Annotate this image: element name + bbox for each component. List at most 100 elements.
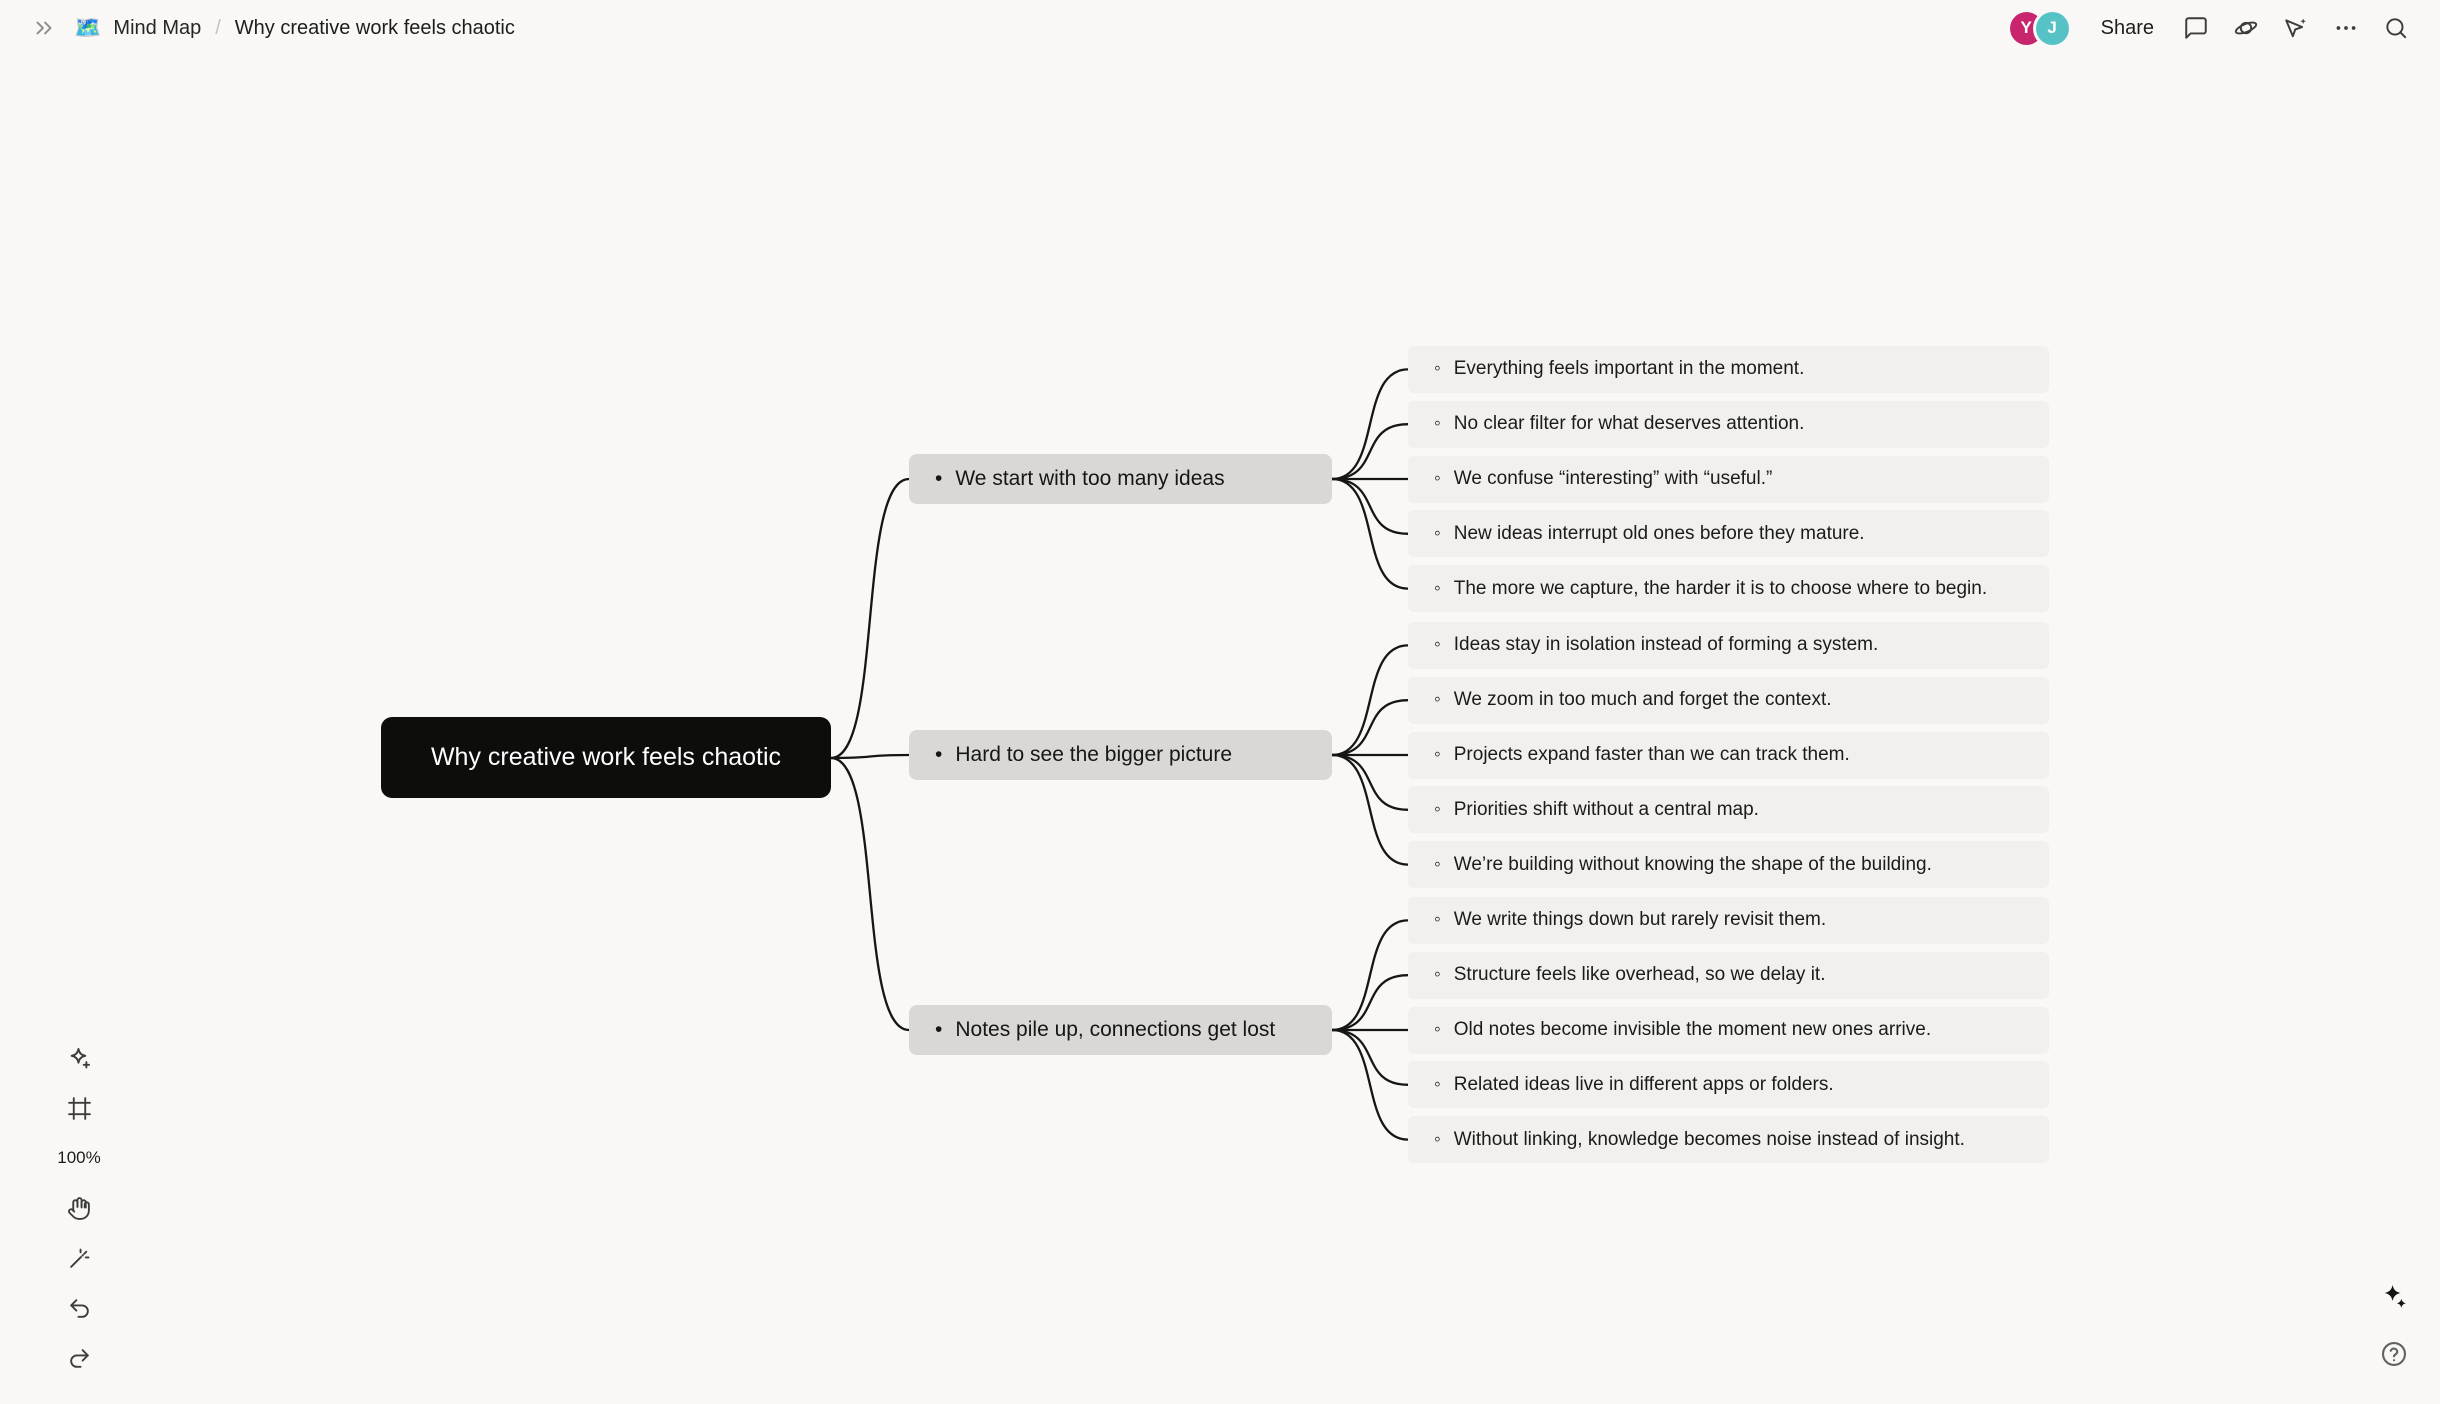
mindmap-branch-node-label: Hard to see the bigger picture <box>955 743 1233 766</box>
sparkles-icon <box>2384 1285 2407 1308</box>
frame-tool-button[interactable] <box>56 1083 102 1133</box>
mindmap-branch-node[interactable]: • Notes pile up, connections get lost <box>909 1005 1332 1055</box>
mindmap-connector <box>1330 974 1410 1032</box>
zoom-level-button[interactable]: 100% <box>56 1133 102 1183</box>
mindmap-leaf-node[interactable]: ◦ Priorities shift without a central map. <box>1408 786 2049 834</box>
bullet-icon: ◦ <box>1434 909 1441 931</box>
help-button[interactable] <box>2375 1335 2413 1373</box>
mindmap-leaf-node[interactable]: ◦No clear filter for what deserves atten… <box>1408 400 2049 448</box>
breadcrumb-parent[interactable]: Mind Map <box>113 16 202 39</box>
mindmap-leaf-node[interactable]: ◦We write things down but rarely revisit… <box>1408 896 2049 944</box>
breadcrumb: 🗺️ Mind Map / Why creative work feels ch… <box>26 10 515 46</box>
mindmap-leaf-node[interactable]: ◦ Without linking, knowledge becomes nois… <box>1408 1116 2049 1164</box>
bullet-icon: ◦ <box>1434 468 1441 489</box>
mindmap-leaf-node-label: Priorities shift without a central map. <box>1453 798 1759 820</box>
hand-icon <box>67 1196 90 1220</box>
mindmap-leaf-node-label: The more we capture, the harder it is to… <box>1453 577 1988 599</box>
mindmap-connector <box>1330 753 1410 866</box>
mindmap-leaf-node[interactable]: ◦ We zoom in too much and forget the cont… <box>1408 676 2049 724</box>
bullet-icon: ◦ <box>1434 744 1441 765</box>
hand-tool-button[interactable] <box>56 1183 102 1233</box>
planet-icon <box>2234 21 2258 35</box>
mindmap-leaf-node-label: Without linking, knowledge becomes noise… <box>1453 1128 1965 1150</box>
bullet-icon: ◦ <box>1434 577 1441 599</box>
undo-icon <box>69 1298 89 1318</box>
mindmap-leaf-node-label: New ideas interrupt old ones before they… <box>1453 522 1865 544</box>
mindmap-leaf-node[interactable]: ◦ New ideas interrupt old ones before the… <box>1408 510 2049 558</box>
share-button[interactable]: Share <box>2091 11 2164 46</box>
mindmap-connector <box>1330 1028 1410 1086</box>
mindmap-leaf-node[interactable]: ◦ Projects expand faster than we can trac… <box>1408 731 2049 779</box>
bullet-icon: • <box>935 1018 943 1041</box>
root-label: Why creative work feels chaotic <box>430 743 782 771</box>
bullet-icon: ◦ <box>1434 1128 1441 1150</box>
bullet-icon: ◦ <box>1434 1073 1441 1095</box>
mindmap-leaf-node[interactable]: ◦ Ideas stay in isolation instead of form… <box>1408 621 2049 669</box>
chevrons-right-icon <box>36 21 52 35</box>
mindmap-leaf-node[interactable]: ◦ Structure feels like overhead, so we de… <box>1408 951 2049 999</box>
comment-icon <box>2185 17 2207 39</box>
mindmap-leaf-node-label: Old notes become invisible the moment ne… <box>1453 1019 1932 1040</box>
mindmap-leaf-node-label: Ideas stay in isolation instead of formi… <box>1453 634 1879 656</box>
mindmap-leaf-node[interactable]: ◦ Related ideas live in different apps or… <box>1408 1061 2049 1109</box>
mindmap-connector <box>1330 423 1410 481</box>
spaces-button[interactable] <box>2228 10 2264 46</box>
mindmap-leaf-node[interactable]: ◦We’re building without knowing the shap… <box>1408 841 2049 889</box>
mindmap-leaf-node-label: Projects expand faster than we can track… <box>1453 744 1850 765</box>
mindmap-connector <box>1330 644 1410 757</box>
bullet-icon: ◦ <box>1434 964 1441 986</box>
bullet-icon: ◦ <box>1434 1019 1441 1040</box>
zoom-level: 100% <box>57 1148 101 1167</box>
mindmap-connector <box>1330 699 1410 757</box>
frame-icon <box>67 1096 91 1120</box>
mindmap-leaf-node[interactable]: ◦ Everything feels important in the momen… <box>1408 345 2049 393</box>
undo-button[interactable] <box>56 1283 102 1333</box>
redo-button[interactable] <box>56 1333 102 1383</box>
mindmap-connector <box>829 477 911 760</box>
mindmap-leaf-node-label: Structure feels like overhead, so we del… <box>1453 964 1826 986</box>
mindmap-connector <box>1330 368 1410 481</box>
mindmap-root-node[interactable]: Why creative work feels chaotic <box>381 717 831 798</box>
mindmap-branch-node[interactable]: • Hard to see the bigger picture <box>909 730 1332 780</box>
bullet-icon: ◦ <box>1434 798 1441 820</box>
breadcrumb-separator: / <box>215 16 221 39</box>
mindmap-leaf-node-label: We zoom in too much and forget the conte… <box>1453 689 1832 711</box>
search-icon <box>2386 18 2407 39</box>
ai-generate-button[interactable] <box>56 1033 102 1083</box>
laser-pointer-button[interactable] <box>56 1233 102 1283</box>
expand-sidebar-button[interactable] <box>26 10 62 46</box>
mindmap-leaf-node-label: Everything feels important in the moment… <box>1453 358 1805 380</box>
more-options-button[interactable] <box>2328 10 2364 46</box>
help-circle-icon <box>2381 1341 2407 1367</box>
avatar[interactable]: J <box>2035 11 2069 45</box>
mindmap-connector <box>1330 1028 1410 1141</box>
bullet-icon: ◦ <box>1434 522 1441 544</box>
bullet-icon: • <box>935 743 943 766</box>
mindmap-branch-node[interactable]: •We start with too many ideas <box>909 454 1332 504</box>
page-title[interactable]: Why creative work feels chaotic <box>234 16 515 39</box>
bullet-icon: ◦ <box>1434 413 1441 435</box>
redo-icon <box>69 1348 89 1368</box>
mindmap-leaf-node[interactable]: ◦ The more we capture, the harder it is t… <box>1408 565 2049 613</box>
comments-button[interactable] <box>2178 10 2214 46</box>
ai-cursor-button[interactable] <box>2278 10 2314 46</box>
mindmap-leaf-node-label: We confuse “interesting” with “useful.” <box>1453 468 1773 489</box>
bullet-icon: • <box>935 467 943 490</box>
mindmap-leaf-node-label: Related ideas live in different apps or … <box>1453 1073 1834 1095</box>
mindmap-connector <box>1330 753 1410 811</box>
bullet-icon: ◦ <box>1434 634 1441 656</box>
sparkle-plus-icon <box>70 1047 90 1068</box>
bullet-icon: ◦ <box>1434 358 1441 380</box>
mindmap-connector <box>829 753 911 760</box>
ai-assistant-button[interactable] <box>2375 1277 2413 1315</box>
search-button[interactable] <box>2378 10 2414 46</box>
bullet-icon: ◦ <box>1434 853 1441 875</box>
mindmap-leaf-node[interactable]: ◦ Old notes become invisible the moment n… <box>1408 1006 2049 1054</box>
mindmap-connector <box>1330 477 1410 535</box>
bullet-icon: ◦ <box>1434 689 1441 711</box>
mindmap-branch-node-label: Notes pile up, connections get lost <box>955 1018 1276 1041</box>
mindmap-leaf-node[interactable]: ◦ We confuse “interesting” with “useful.” <box>1408 455 2049 503</box>
